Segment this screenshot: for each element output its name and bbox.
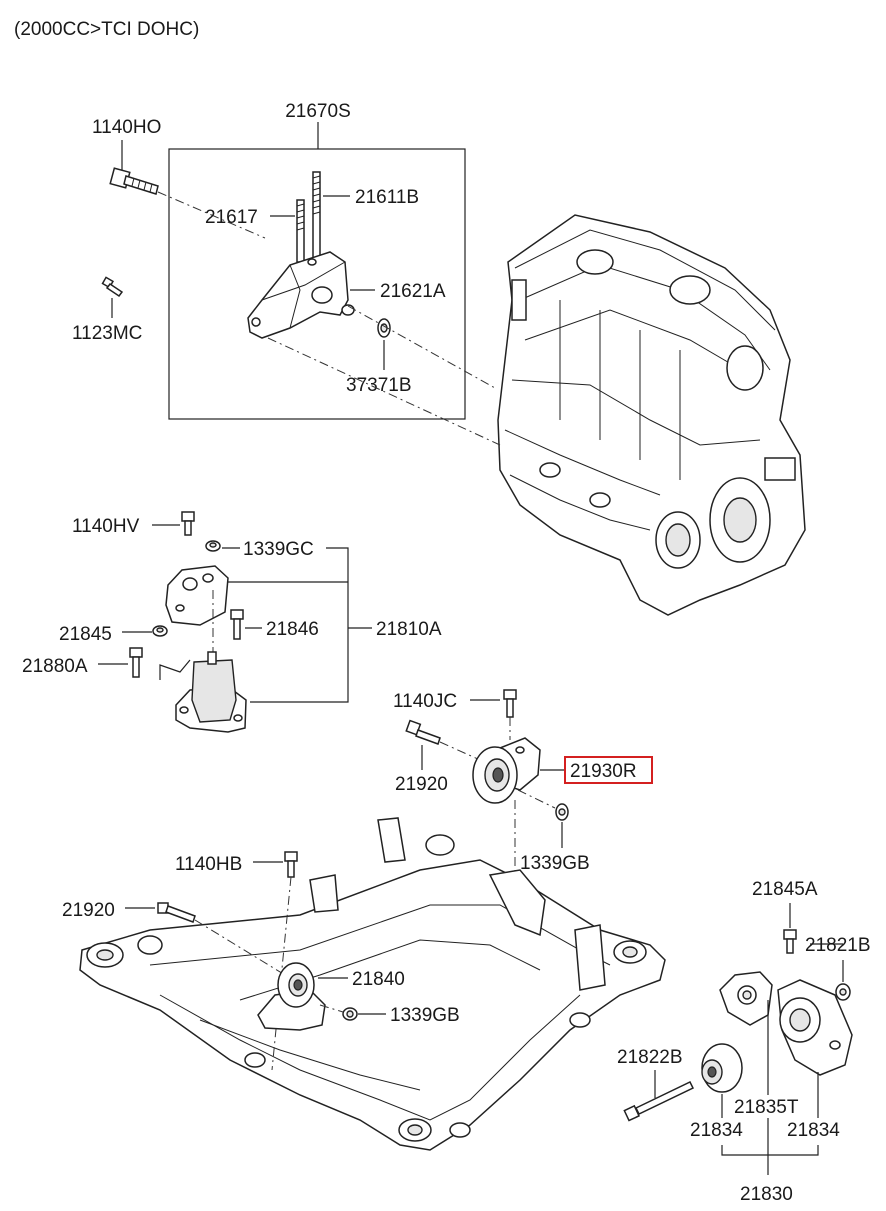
- bolt-1140HV-icon: [181, 511, 195, 536]
- mount-21840-icon: [257, 962, 326, 1031]
- label-21621A: 21621A: [380, 281, 446, 302]
- label-1339GB-upper: 1339GB: [520, 853, 590, 874]
- label-21834-left: 21834: [690, 1120, 743, 1141]
- label-21840: 21840: [352, 969, 405, 990]
- bushing-21834-left-icon: [701, 1043, 743, 1093]
- label-21670S: 21670S: [285, 101, 351, 122]
- highlight-box-21930R: [564, 756, 653, 784]
- label-1123MC: 1123MC: [72, 323, 142, 344]
- label-21821B: 21821B: [805, 935, 871, 956]
- nut-1339GC-icon: [205, 540, 221, 552]
- label-21846: 21846: [266, 619, 319, 640]
- bolt-1140HB-icon: [284, 851, 298, 878]
- label-1140HV: 1140HV: [72, 516, 140, 537]
- label-1140HB: 1140HB: [175, 854, 242, 875]
- bracket-21621A-icon: [247, 251, 355, 339]
- label-1140JC: 1140JC: [393, 691, 457, 712]
- bolt-21920-upper-icon: [405, 719, 441, 745]
- subframe-illustration: [79, 817, 666, 1151]
- nut-21845-icon: [152, 625, 168, 637]
- label-21920-lower: 21920: [62, 900, 115, 921]
- mount-21930R-icon: [472, 737, 541, 804]
- label-21822B: 21822B: [617, 1047, 683, 1068]
- nut-1339GB-upper-icon: [555, 803, 569, 821]
- bolt-21880A-icon: [129, 647, 143, 678]
- bracket-21835T-icon: [719, 971, 773, 1026]
- label-21810A: 21810A: [376, 619, 442, 640]
- label-1140HO: 1140HO: [92, 117, 161, 138]
- nut-21821B-icon: [835, 983, 851, 1001]
- bolt-21920-lower-icon: [157, 902, 196, 923]
- bolt-1123MC-icon: [101, 276, 124, 298]
- label-1339GC: 1339GC: [243, 539, 314, 560]
- nut-1339GB-lower-icon: [342, 1007, 358, 1021]
- bolt-21846-icon: [230, 609, 244, 640]
- stud-21617-icon: [296, 199, 305, 263]
- label-21830: 21830: [740, 1184, 793, 1205]
- bracket-21834-right-icon: [777, 979, 853, 1076]
- bolt-1140HO-icon: [109, 167, 159, 195]
- bolt-21822B-icon: [623, 1081, 695, 1122]
- label-21834-right: 21834: [787, 1120, 840, 1141]
- label-21611B: 21611B: [355, 187, 419, 208]
- label-21920-upper: 21920: [395, 774, 448, 795]
- bracket-assembly-box: [168, 148, 466, 420]
- engine-mount-21810A-icon: [175, 651, 247, 733]
- label-21845A: 21845A: [752, 879, 818, 900]
- bolt-1140JC-icon: [503, 689, 517, 718]
- bolt-21845A-icon: [783, 929, 797, 954]
- label-21930R: 21930R: [570, 761, 637, 782]
- upper-mount-bracket-icon: [165, 565, 229, 626]
- label-21880A: 21880A: [22, 656, 88, 677]
- label-21617: 21617: [205, 207, 258, 228]
- engine-block-illustration: [497, 214, 806, 616]
- label-37371B: 37371B: [346, 375, 412, 396]
- label-21845: 21845: [59, 624, 112, 645]
- stud-21611B-icon: [312, 171, 321, 265]
- engine-spec-header: (2000CC>TCI DOHC): [14, 19, 199, 40]
- label-1339GB-lower: 1339GB: [390, 1005, 460, 1026]
- label-21835T: 21835T: [734, 1097, 799, 1118]
